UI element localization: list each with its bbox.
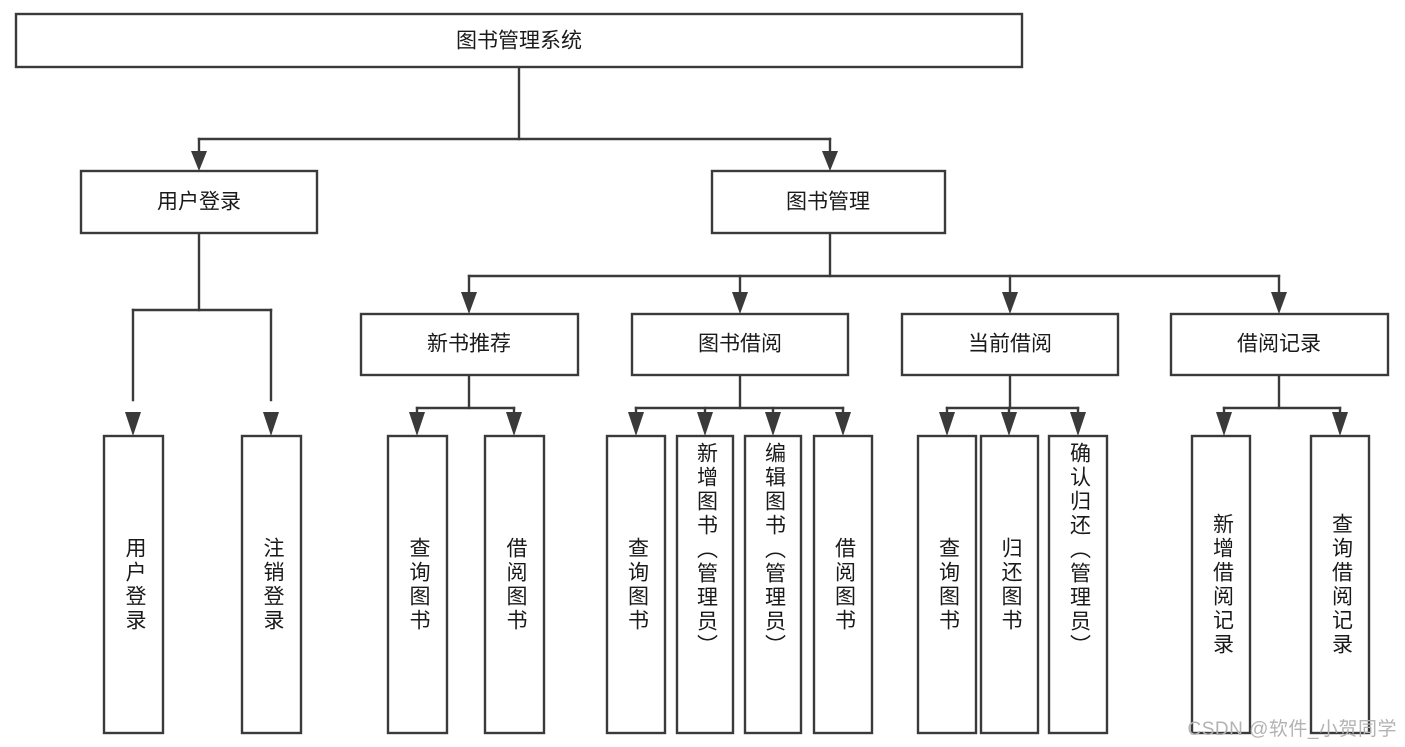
arrow-leaf-query-record: [1332, 412, 1348, 436]
connector-group-bookmanage-to-level3: [461, 231, 1287, 314]
node-box-new-book-recommend[interactable]: [359, 312, 580, 377]
arrow-book-borrow: [732, 292, 748, 314]
node-box-root[interactable]: [14, 12, 1024, 69]
node-box-borrow-records[interactable]: [1169, 312, 1390, 377]
node-box-leaf-query-book-1[interactable]: [386, 434, 449, 735]
arrow-current-borrow: [1002, 292, 1018, 314]
label-current-borrow: 当前借阅: [968, 333, 1052, 356]
watermark-text: CSDN @软件_小贺同学: [1187, 719, 1397, 740]
arrow-leaf-add-book: [697, 412, 713, 436]
arrow-leaf-confirm-return: [1070, 412, 1086, 436]
arrow-borrow-records: [1271, 292, 1287, 314]
node-box-book-borrow[interactable]: [630, 312, 850, 377]
arrow-leaf-return-book: [1001, 412, 1017, 436]
arrow-leaf-query-book-1: [409, 412, 425, 436]
label-borrow-records: 借阅记录: [1237, 333, 1321, 356]
label-root: 图书管理系统: [456, 30, 582, 53]
node-box-leaf-logout[interactable]: [240, 434, 303, 735]
connector-group-currentborrow-to-leaves: [939, 373, 1086, 436]
arrow-leaf-borrow-book-1: [506, 412, 522, 436]
arrow-leaf-query-book-3: [939, 412, 955, 436]
node-box-leaf-query-book-2[interactable]: [605, 434, 667, 735]
connector-group-bookborrow-to-leaves: [628, 373, 851, 436]
arrow-new-book-recommend: [461, 292, 477, 314]
node-box-leaf-borrow-book-1[interactable]: [483, 434, 546, 735]
connector-group-root-to-level2: [191, 65, 838, 171]
node-box-leaf-confirm-return[interactable]: [1047, 434, 1109, 735]
arrow-leaf-logout: [263, 412, 279, 436]
arrow-book-manage: [822, 151, 838, 171]
node-box-leaf-user-login[interactable]: [102, 434, 165, 735]
node-box-current-borrow[interactable]: [900, 312, 1120, 377]
node-box-leaf-borrow-book-2[interactable]: [812, 434, 874, 735]
node-box-leaf-add-record[interactable]: [1190, 434, 1252, 735]
connector-group-userlogin-to-leaves: [125, 231, 279, 436]
label-new-book-recommend: 新书推荐: [427, 333, 511, 356]
arrow-leaf-query-book-2: [628, 412, 644, 436]
node-box-book-manage[interactable]: [710, 169, 947, 235]
node-box-user-login[interactable]: [79, 169, 319, 235]
arrow-leaf-borrow-book-2: [835, 412, 851, 436]
arrow-leaf-add-record: [1216, 412, 1232, 436]
node-box-leaf-add-book[interactable]: [675, 434, 735, 735]
arrow-user-login: [191, 151, 207, 171]
node-box-leaf-query-record[interactable]: [1309, 434, 1371, 735]
arrow-leaf-edit-book: [765, 412, 781, 436]
node-box-leaf-query-book-3[interactable]: [916, 434, 978, 735]
connector-group-newbook-to-leaves: [409, 373, 522, 436]
label-book-manage: 图书管理: [786, 191, 870, 214]
label-user-login: 用户登录: [157, 191, 241, 214]
arrow-leaf-user-login: [125, 412, 141, 436]
connector-group-borrowrecords-to-leaves: [1216, 373, 1348, 436]
label-book-borrow: 图书借阅: [698, 333, 782, 356]
node-box-leaf-return-book[interactable]: [979, 434, 1040, 735]
node-box-leaf-edit-book[interactable]: [743, 434, 803, 735]
